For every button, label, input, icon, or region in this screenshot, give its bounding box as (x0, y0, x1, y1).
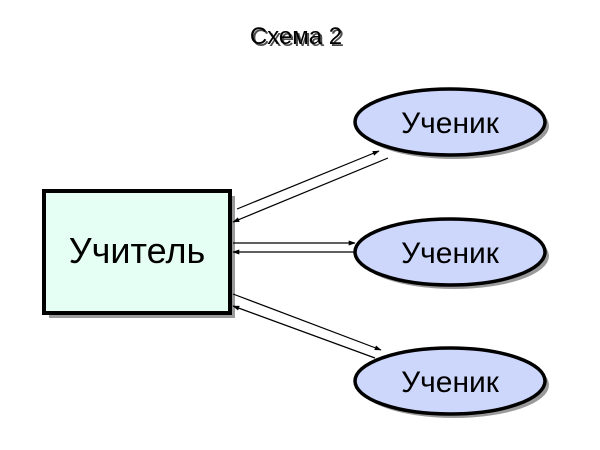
arrow-teacher-to-student-1 (236, 150, 380, 210)
diagram-title-shadow: Схема 2 (252, 25, 344, 52)
student-node-2-label: Ученик (401, 237, 500, 270)
student-node-2: Ученик (353, 217, 549, 289)
arrow-student-3-to-teacher (232, 305, 376, 359)
student-node-1-ellipse (353, 87, 547, 157)
student-node-3: Ученик (353, 346, 549, 418)
teacher-node: Учитель (42, 189, 235, 318)
student-node-3-ellipse (353, 346, 547, 416)
teacher-node-label: Учитель (69, 230, 205, 271)
diagram-title: Схема 2 (250, 23, 342, 50)
student-node-1: Ученик (353, 87, 549, 159)
arrow-student-1-to-teacher (232, 157, 389, 223)
teacher-node-box (42, 189, 232, 315)
student-node-3-label: Ученик (401, 366, 500, 399)
student-node-1-label: Ученик (401, 107, 500, 140)
arrow-teacher-to-student-3 (232, 293, 382, 351)
